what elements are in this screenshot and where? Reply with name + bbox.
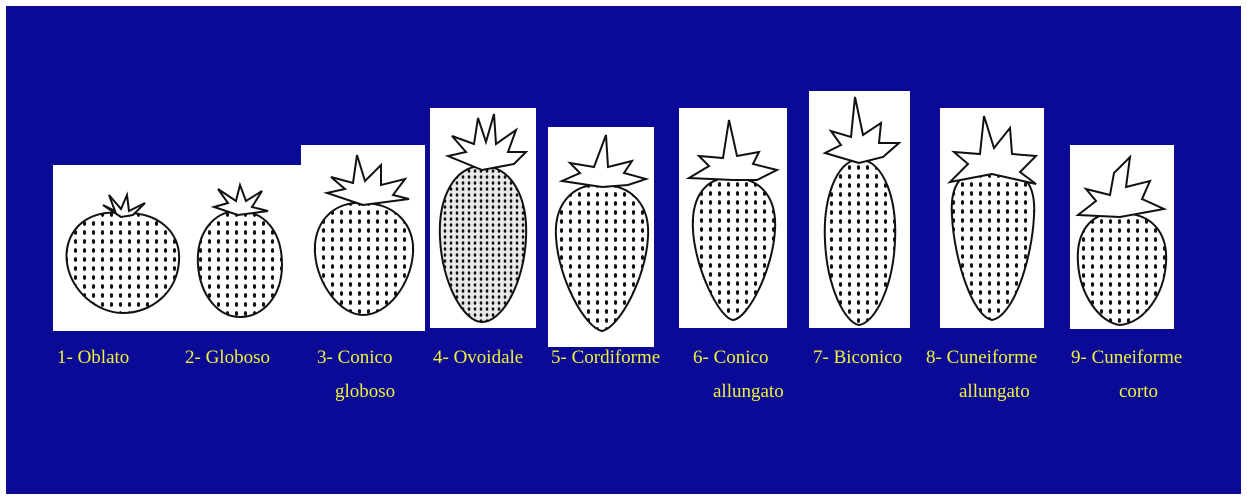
strawberry-globoso-illustration (178, 165, 302, 331)
label-biconico: 7- Biconico (813, 347, 902, 369)
strawberry-globoso-card (178, 165, 302, 331)
strawberry-ovoidale-illustration (430, 108, 536, 328)
slide-background: 1- Oblato 2- Globoso 3- Conico globoso 4… (6, 6, 1241, 494)
strawberry-conico-globoso-card (301, 145, 425, 331)
strawberry-cuneiforme-allungato-illustration (940, 108, 1044, 328)
label-globoso: 2- Globoso (185, 347, 270, 369)
strawberry-cordiforme-card (548, 127, 654, 347)
strawberry-cuneiforme-corto-illustration (1070, 145, 1174, 329)
strawberry-cuneiforme-allungato-card (940, 108, 1044, 328)
label-conico-allungato-line1: 6- Conico (693, 347, 768, 369)
strawberry-conico-globoso-illustration (301, 145, 425, 331)
strawberry-cuneiforme-corto-card (1070, 145, 1174, 329)
strawberry-conico-allungato-illustration (679, 108, 787, 328)
label-conico-allungato-line2: allungato (713, 381, 784, 403)
label-conico-globoso-line2: globoso (335, 381, 395, 403)
strawberry-biconico-card (809, 91, 910, 328)
strawberry-ovoidale-card (430, 108, 536, 328)
strawberry-biconico-illustration (809, 91, 910, 328)
label-cuneiforme-allungato-line2: allungato (959, 381, 1030, 403)
label-cuneiforme-corto-line1: 9- Cuneiforme (1071, 347, 1182, 369)
strawberry-conico-allungato-card (679, 108, 787, 328)
label-cordiforme: 5- Cordiforme (551, 347, 660, 369)
label-oblato: 1- Oblato (57, 347, 129, 369)
label-cuneiforme-allungato-line1: 8- Cuneiforme (926, 347, 1037, 369)
strawberry-cordiforme-illustration (548, 127, 654, 347)
label-conico-globoso-line1: 3- Conico (317, 347, 392, 369)
label-ovoidale: 4- Ovoidale (433, 347, 523, 369)
label-cuneiforme-corto-line2: corto (1119, 381, 1158, 403)
